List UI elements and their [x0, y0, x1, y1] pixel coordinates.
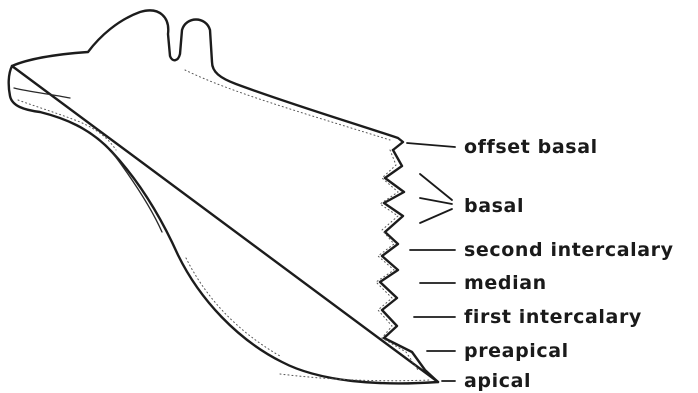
leader-offset-basal [407, 143, 455, 147]
label-basal: basal [464, 195, 524, 217]
leader-basal-3 [420, 209, 452, 223]
labels: offset basal basal second intercalary me… [464, 136, 674, 392]
mandible-details [14, 70, 430, 381]
label-second-intercalary: second intercalary [464, 239, 674, 261]
leader-lines [407, 143, 455, 381]
label-offset-basal: offset basal [464, 136, 598, 158]
label-first-intercalary: first intercalary [464, 306, 642, 328]
leader-basal-2 [420, 198, 452, 204]
leader-basal-1 [420, 174, 452, 200]
label-apical: apical [464, 370, 531, 392]
label-median: median [464, 272, 547, 294]
label-preapical: preapical [464, 340, 569, 362]
mandible-outline [9, 10, 438, 383]
